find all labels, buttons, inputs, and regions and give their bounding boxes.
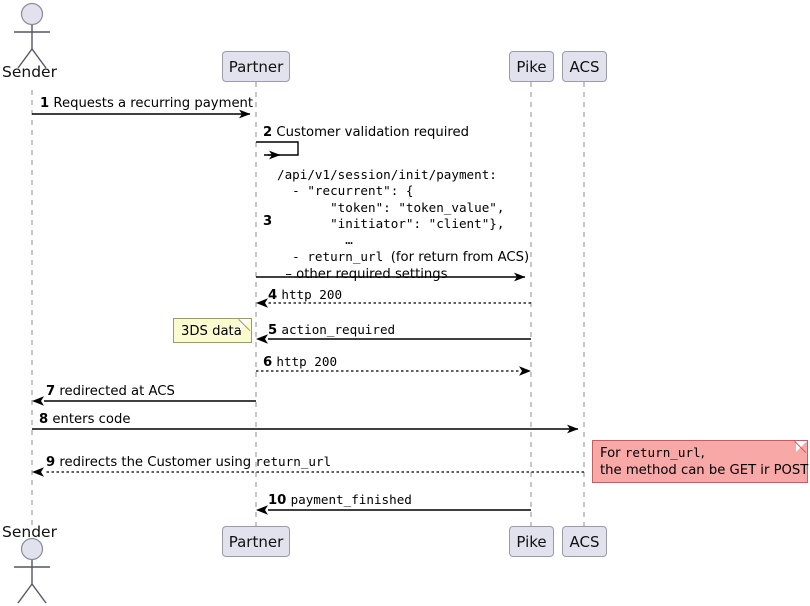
message-text-8: enters code [52,412,131,427]
note-fold-corner-icon-2 [796,441,807,452]
note-return-url-line-1-sans: For [600,446,625,461]
message-text-9: redirects the Customer using [59,455,256,470]
note-3ds-data: 3DS data [173,318,252,343]
message-3-line-6-mono: - return_url [277,248,391,264]
participant-partner-bottom[interactable]: Partner [222,526,290,557]
message-3-line-3: "token": "token_value", [277,199,505,215]
actor-label-sender-bottom: Sender [2,523,57,541]
message-number-8: 8 [39,412,49,427]
message-number-7: 7 [46,384,56,399]
message-text-10: payment_finished [290,492,412,507]
message-label-4: 4 http 200 [268,287,342,304]
message-text-2: Customer validation required [276,125,470,140]
participant-partner-top[interactable]: Partner [222,51,290,82]
message-label-1: 1 Requests a recurring payment [40,96,253,112]
message-number-3: 3 [263,214,273,229]
participant-partner-top-label: Partner [228,57,284,76]
message-3-line-7: – other required settings [277,266,448,282]
message-number-2: 2 [263,125,273,140]
message-number-1: 1 [40,96,50,111]
message-text-4: http 200 [281,287,343,302]
note-return-url-line-1-tail: , [700,446,705,461]
message-3-line-1: /api/v1/session/init/payment: [277,167,497,182]
message-number-9: 9 [46,455,56,470]
message-label-8: 8 enters code [39,412,130,428]
message-label-10: 10 payment_finished [268,492,412,509]
message-3-line-6-sans: (for return from ACS) [390,249,530,265]
message-number-10: 10 [268,493,287,508]
participant-pike-bottom[interactable]: Pike [509,526,554,557]
message-text-3-block: /api/v1/session/init/payment: - "recurre… [277,167,529,283]
message-number-4: 4 [268,288,278,303]
message-number-5: 5 [268,323,278,338]
participant-pike-top[interactable]: Pike [509,51,554,82]
participant-acs-bottom-label: ACS [569,532,600,551]
participant-pike-bottom-label: Pike [516,532,547,551]
message-3-line-4: "initiator": "client"}, [277,216,505,232]
participant-acs-bottom[interactable]: ACS [562,526,607,557]
message-3-line-2: - "recurrent": { [277,183,414,199]
participant-pike-top-label: Pike [516,57,547,76]
note-3ds-data-text: 3DS data [181,324,242,339]
message-label-2: 2 Customer validation required [263,125,469,141]
message-label-9: 9 redirects the Customer using return_ur… [46,454,331,471]
message-3-line-5: … [277,232,353,248]
message-label-6: 6 http 200 [263,354,337,371]
actor-label-sender-top: Sender [2,63,57,81]
message-label-5: 5 action_required [268,322,395,339]
message-text-6: http 200 [276,354,338,369]
message-label-7: 7 redirected at ACS [46,384,175,400]
message-text-7: redirected at ACS [59,384,175,399]
participant-acs-top-label: ACS [569,57,600,76]
participant-partner-bottom-label: Partner [228,532,284,551]
message-text-9-mono: return_url [255,454,332,469]
message-text-1: Requests a recurring payment [53,96,254,111]
message-number-6: 6 [263,355,273,370]
note-fold-corner-icon [240,319,251,330]
note-return-url-line-2: the method can be GET ir POST [600,463,809,479]
note-return-url-method: For return_url, the method can be GET ir… [592,440,808,483]
participant-acs-top[interactable]: ACS [562,51,607,82]
message-text-5: action_required [281,322,396,337]
note-return-url-line-1: For return_url, [600,445,800,462]
note-return-url-line-1-mono: return_url [624,445,701,460]
